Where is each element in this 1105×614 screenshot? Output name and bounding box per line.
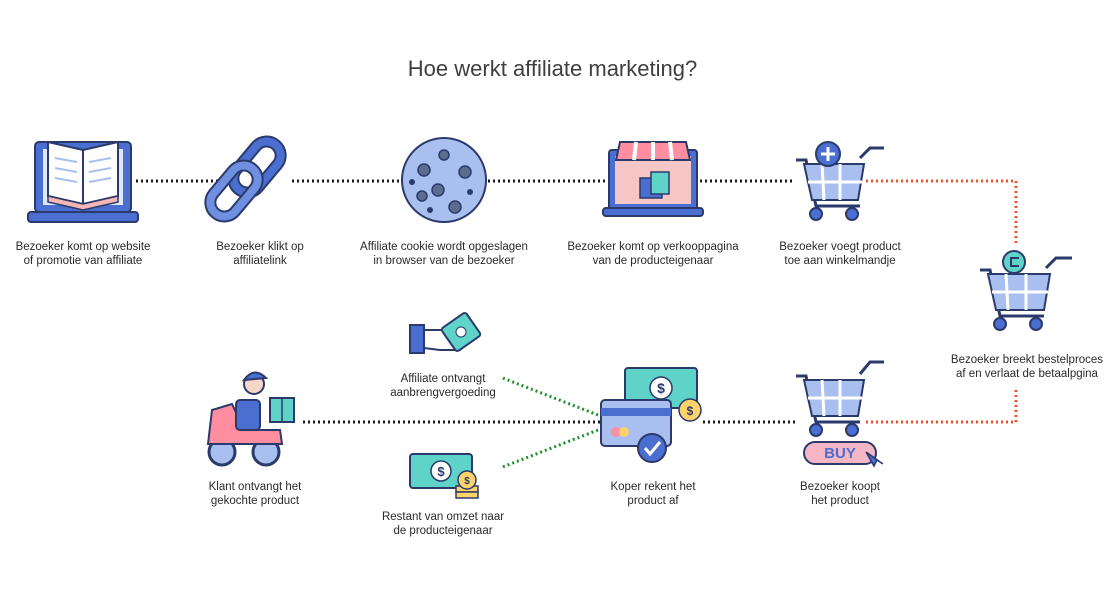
step-pay-label: Koper rekent het product af	[610, 481, 696, 507]
step-salespage-label: Bezoeker komt op verkooppagina van de pr…	[567, 241, 739, 267]
cart-return-icon	[980, 250, 1072, 331]
connector-pay-remainder	[499, 428, 599, 470]
cart-add-icon	[796, 141, 884, 221]
page-title: Hoe werkt affiliate marketing?	[407, 56, 698, 81]
step-delivery-label: Klant ontvangt het gekochte product	[208, 481, 302, 507]
chain-link-icon	[204, 135, 287, 223]
step-cookie-label: Affiliate cookie wordt opgeslagen in bro…	[360, 241, 528, 267]
step-commission-label: Affiliate ontvangt aanbrengvergoeding	[390, 373, 496, 399]
cookie-icon	[401, 137, 487, 223]
svg-text:$: $	[657, 380, 665, 396]
step-website-label: Bezoeker komt op website of promotie van…	[15, 241, 151, 267]
step-abandon-label: Bezoeker breekt bestelproces af en verla…	[950, 354, 1104, 380]
step-buy-label: Bezoeker koopt het product	[800, 481, 880, 507]
buy-badge-text: BUY	[824, 445, 856, 462]
cart-buy-icon: BUY	[796, 360, 884, 468]
step-link-label: Bezoeker klikt op affiliatelink	[216, 241, 304, 267]
step-addcart-label: Bezoeker voegt product toe aan winkelman…	[779, 241, 901, 267]
laptop-book-icon	[27, 140, 139, 223]
step-remainder-label: Restant van omzet naar de producteigenaa…	[381, 511, 505, 537]
buy-badge	[803, 441, 877, 465]
delivery-scooter-icon	[206, 371, 295, 467]
connector-addcart-abandon	[866, 179, 1018, 245]
connector-abandon-buy	[866, 390, 1018, 424]
hand-money-icon	[409, 312, 482, 354]
bill-coins-icon: $ $	[409, 453, 479, 499]
svg-text:$: $	[464, 476, 470, 487]
payment-icon: $ $	[600, 367, 702, 463]
svg-text:$: $	[437, 464, 445, 479]
online-shop-icon	[602, 141, 704, 217]
svg-text:$: $	[687, 404, 694, 418]
